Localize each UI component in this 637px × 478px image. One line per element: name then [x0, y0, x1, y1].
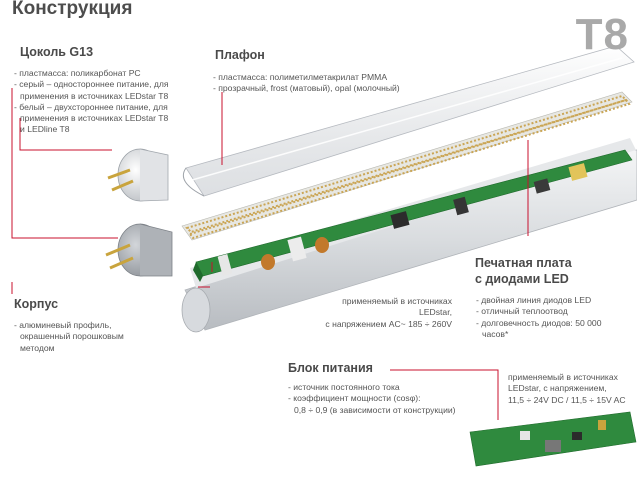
page-title: Конструкция — [12, 0, 133, 19]
driver-pcb — [193, 149, 633, 282]
dc-psu-board — [469, 411, 637, 467]
housing-description: - алюминевый профиль, окрашенный порошко… — [14, 320, 124, 353]
leader-lines — [11, 88, 529, 420]
end-cap-grey — [105, 223, 173, 277]
diffuser-description: - пластмасса: полиметилметакрилат PMMA -… — [213, 72, 400, 94]
psu-description: - источник постоянного тока - коэффициен… — [288, 382, 456, 415]
diffuser-heading: Плафон — [215, 48, 265, 62]
pcb-description: - двойная линия диодов LED - отличный те… — [476, 295, 602, 339]
end-cap-white — [107, 148, 169, 202]
dc-note: применяемый в источниках LEDstar, с напр… — [508, 372, 626, 405]
pcb-heading: Печатная плата с диодами LED — [475, 256, 572, 286]
base-description: - пластмасса: поликарбонат PC - серый – … — [14, 68, 169, 135]
housing-heading: Корпус — [14, 297, 59, 311]
t8-badge: T8 — [575, 10, 629, 59]
led-strip — [181, 91, 633, 241]
mains-note: применяемый в источниках LEDstar, с напр… — [325, 296, 452, 329]
base-heading: Цоколь G13 — [20, 45, 94, 59]
diffuser-cover — [182, 45, 635, 197]
psu-heading: Блок питания — [288, 361, 373, 375]
